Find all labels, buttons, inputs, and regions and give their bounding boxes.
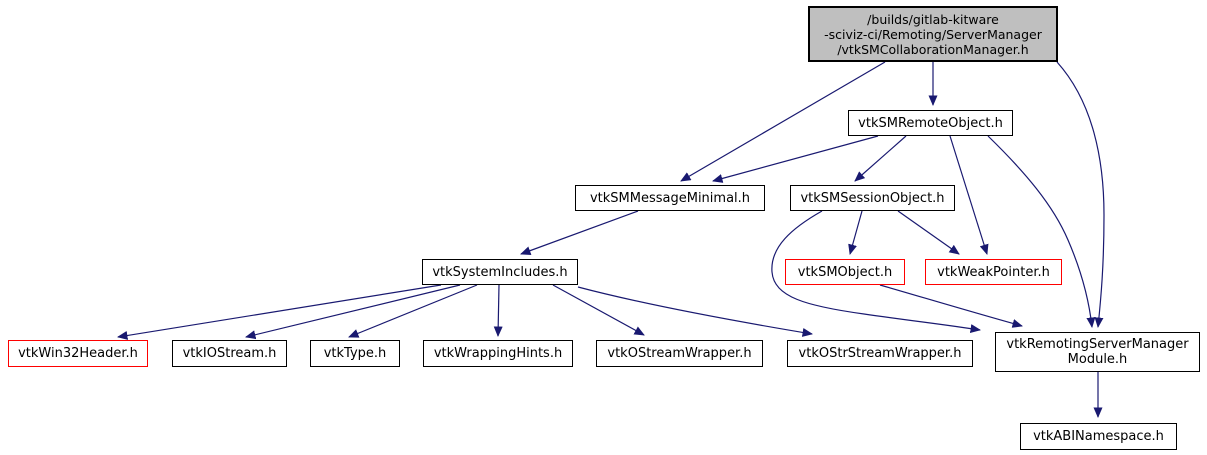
node-vtkSMObject[interactable]: vtkSMObject.h bbox=[785, 259, 905, 285]
edge-root-vtkRemotingServerManagerModule bbox=[1056, 61, 1105, 328]
edge-vtkSystemIncludes-vtkWrappingHints bbox=[493, 284, 503, 337]
edge-vtkSMRemoteObject-vtkSMMessageMinimal bbox=[712, 135, 879, 183]
node-vtkOStrStreamWrapper[interactable]: vtkOStrStreamWrapper.h bbox=[787, 340, 973, 367]
node-vtkType[interactable]: vtkType.h bbox=[310, 340, 400, 367]
edge-vtkSystemIncludes-vtkWin32Header bbox=[117, 284, 442, 340]
node-vtkOStreamWrapper[interactable]: vtkOStreamWrapper.h bbox=[596, 340, 763, 367]
edge-root-vtkSMMessageMinimal bbox=[680, 61, 886, 182]
edge-vtkSMSessionObject-vtkWeakPointer bbox=[897, 210, 960, 255]
node-vtkABINamespace[interactable]: vtkABINamespace.h bbox=[1020, 423, 1177, 450]
edge-vtkSystemIncludes-vtkOStrStreamWrapper bbox=[577, 286, 813, 337]
edge-vtkSMMessageMinimal-vtkSystemIncludes bbox=[520, 210, 639, 255]
node-vtkSMSessionObject[interactable]: vtkSMSessionObject.h bbox=[790, 185, 955, 211]
node-vtkSMMessageMinimal[interactable]: vtkSMMessageMinimal.h bbox=[575, 185, 765, 211]
edge-vtkSMObject-vtkRemotingServerManagerModule bbox=[879, 284, 1023, 328]
node-vtkWrappingHints[interactable]: vtkWrappingHints.h bbox=[423, 340, 573, 367]
edge-vtkSystemIncludes-vtkOStreamWrapper bbox=[552, 284, 645, 336]
edge-vtkSMRemoteObject-vtkWeakPointer bbox=[949, 135, 989, 255]
edge-vtkSMSessionObject-vtkRemotingServerManagerModule bbox=[771, 210, 981, 333]
node-vtkSMCollaborationManager: /builds/gitlab-kitware -sciviz-ci/Remoti… bbox=[808, 6, 1058, 62]
edge-vtkSystemIncludes-vtkIOStream bbox=[245, 284, 461, 340]
node-vtkSystemIncludes[interactable]: vtkSystemIncludes.h bbox=[422, 259, 578, 285]
edge-vtkSMRemoteObject-vtkRemotingServerManagerModule bbox=[987, 135, 1096, 328]
edge-vtkSystemIncludes-vtkType bbox=[348, 284, 478, 338]
edge-vtkSMRemoteObject-vtkSMSessionObject bbox=[854, 135, 907, 182]
node-vtkRemotingServerManagerModule[interactable]: vtkRemotingServerManager Module.h bbox=[995, 332, 1200, 372]
node-vtkSMRemoteObject[interactable]: vtkSMRemoteObject.h bbox=[848, 110, 1013, 136]
node-vtkIOStream[interactable]: vtkIOStream.h bbox=[172, 340, 287, 367]
node-vtkWeakPointer[interactable]: vtkWeakPointer.h bbox=[925, 259, 1062, 285]
edge-vtkSMSessionObject-vtkSMObject bbox=[848, 210, 863, 255]
node-vtkWin32Header[interactable]: vtkWin32Header.h bbox=[8, 340, 148, 367]
